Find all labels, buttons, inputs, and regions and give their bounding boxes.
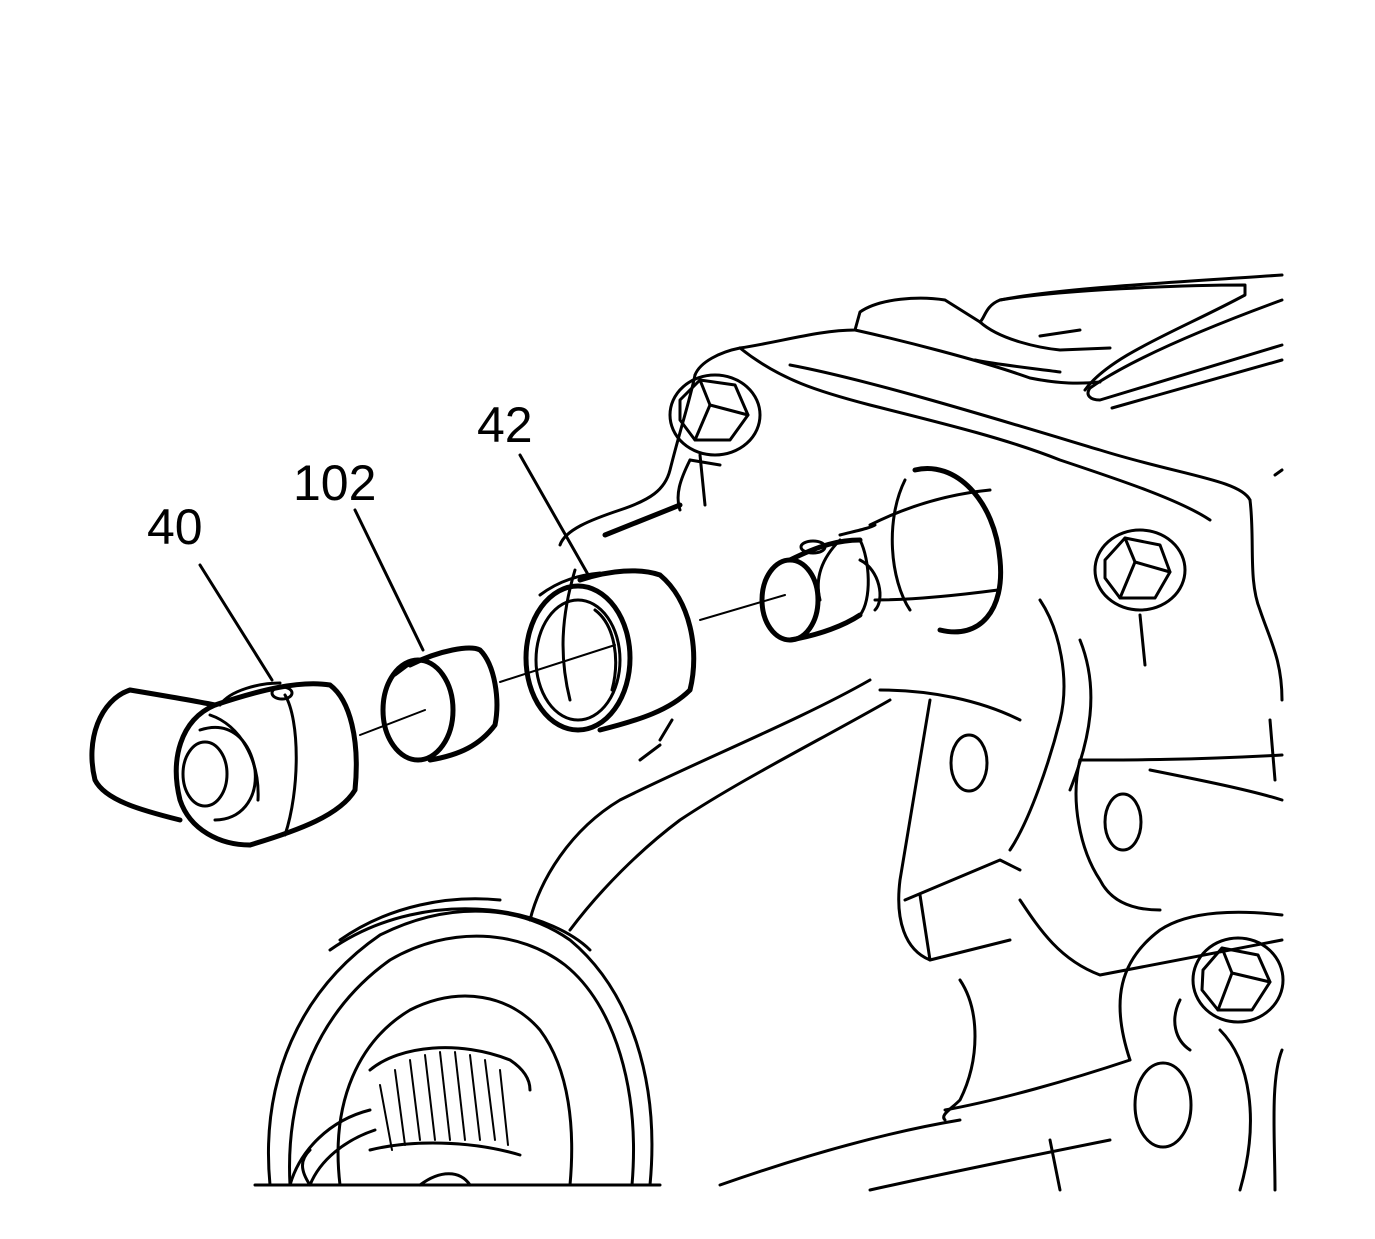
bolt-upper-left — [668, 373, 762, 507]
part-42-bushing — [523, 568, 697, 733]
bolt-middle-right — [1093, 528, 1187, 667]
shaft-bore — [838, 466, 1004, 635]
bolt-lower-right — [1173, 936, 1285, 1052]
callout-102: 102 — [293, 455, 376, 511]
part-102-seal — [380, 645, 500, 763]
transmission-housing — [528, 273, 1284, 1192]
alignment-line — [359, 594, 786, 736]
part-40-installer — [89, 681, 359, 848]
shaft-end — [759, 537, 870, 643]
callout-42: 42 — [477, 397, 533, 453]
leader-lines — [198, 453, 592, 682]
output-flange — [253, 897, 662, 1187]
callout-40: 40 — [147, 499, 203, 555]
